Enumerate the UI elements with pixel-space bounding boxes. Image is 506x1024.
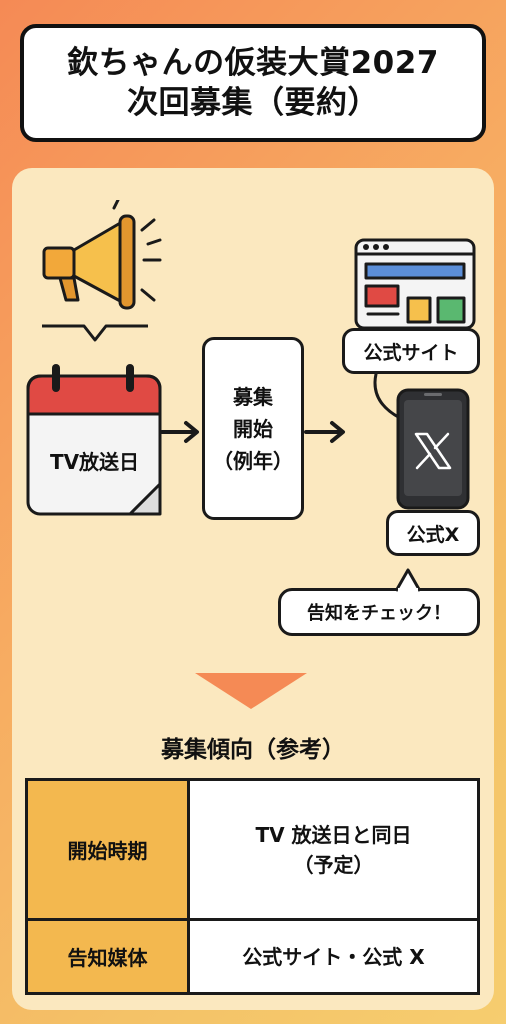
trend-table: 開始時期 TV 放送日と同日 （予定） 告知媒体 公式サイト・公式 X [25, 777, 480, 995]
check-notice-box: 告知をチェック！ [278, 588, 480, 636]
official-site-label: 公式サイト [363, 341, 459, 364]
title-line1: 欽ちゃんの仮装大賞2027 [67, 45, 439, 81]
table-row: 告知媒体 公式サイト・公式 X [25, 918, 480, 995]
official-x-label: 公式X [406, 523, 460, 546]
official-x-box: 公式X [386, 510, 480, 556]
callout-tail [394, 568, 422, 592]
arrow-right-1 [160, 421, 199, 443]
smartphone-icon [396, 388, 470, 510]
official-site-box: 公式サイト [342, 328, 480, 374]
down-arrow-icon [195, 673, 307, 709]
trend-row-label: 開始時期 [25, 777, 190, 922]
callout-line [42, 324, 148, 342]
recruit-line2: 開始 [233, 416, 273, 441]
recruit-line1: 募集 [233, 384, 273, 409]
check-notice-label: 告知をチェック！ [307, 603, 451, 624]
trend-value-line1: TV 放送日と同日 [255, 822, 412, 847]
megaphone-icon [42, 200, 162, 310]
trend-value-line1: 公式サイト・公式 X [242, 944, 425, 969]
title-box: 欽ちゃんの仮装大賞2027 次回募集（要約） [20, 24, 486, 142]
trend-row-value: 公式サイト・公式 X [187, 918, 480, 995]
trend-row-value: TV 放送日と同日 （予定） [187, 777, 480, 922]
connector-line [373, 372, 402, 420]
trend-section-title: 募集傾向（参考） [161, 737, 345, 763]
trend-value-line2: （予定） [293, 852, 374, 877]
title-line2: 次回募集（要約） [127, 85, 379, 121]
recruit-line3: （例年） [213, 448, 293, 473]
calendar-icon [26, 364, 162, 516]
x-logo-icon [414, 432, 452, 470]
recruit-start-box: 募集 開始 （例年） [202, 337, 304, 520]
calendar-label: TV放送日 [49, 450, 140, 474]
trend-row-label: 告知媒体 [25, 918, 190, 995]
browser-window-icon [354, 238, 476, 330]
arrow-right-2 [304, 421, 345, 443]
table-row: 開始時期 TV 放送日と同日 （予定） [25, 777, 480, 922]
